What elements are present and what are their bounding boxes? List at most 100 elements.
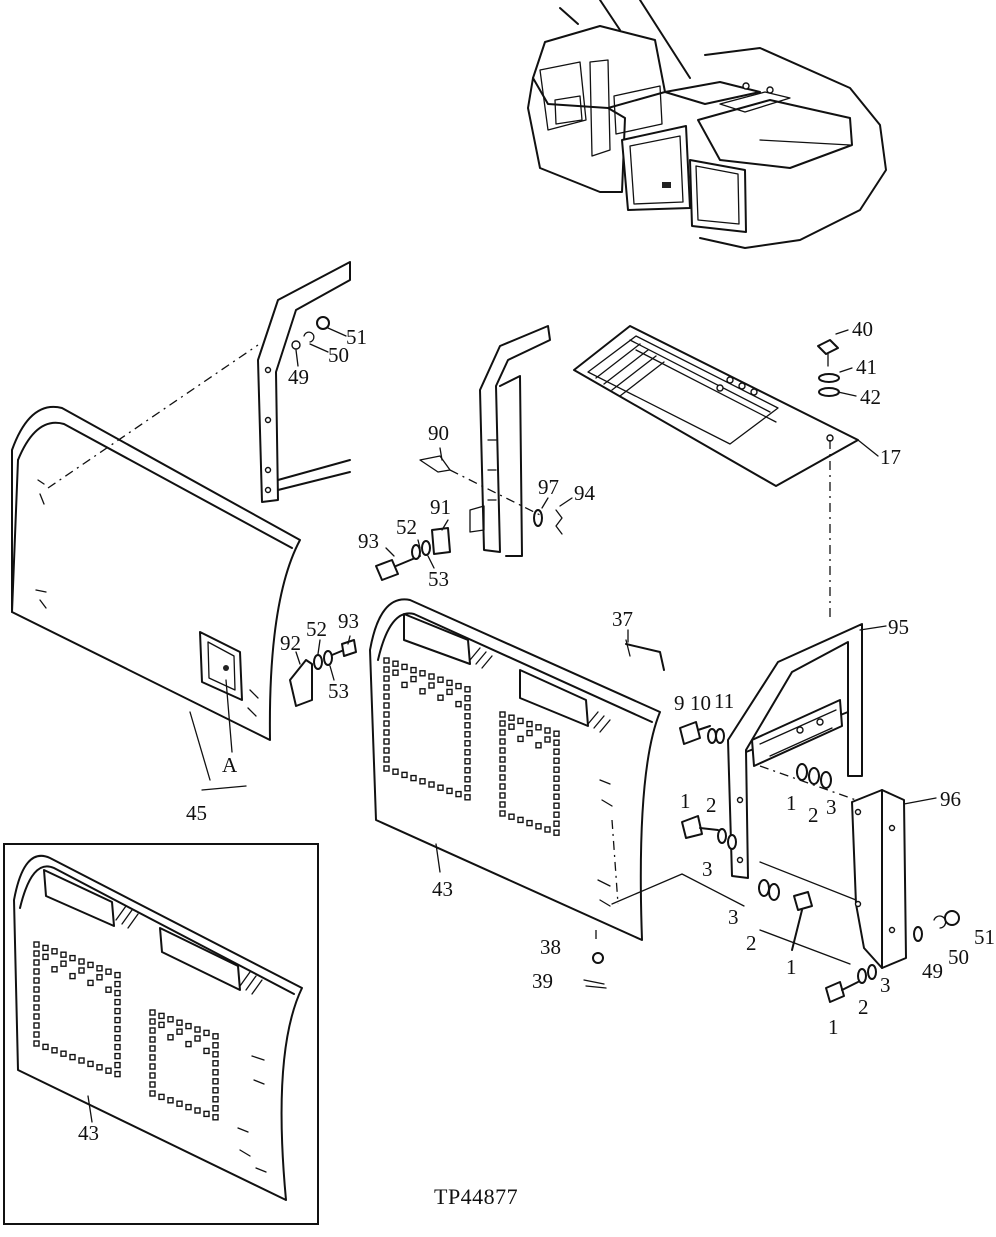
fasteners-38-39 — [583, 930, 607, 989]
figure-code: TP44877 — [434, 1184, 518, 1209]
vent-hole — [446, 688, 453, 696]
vent-hole — [553, 730, 560, 737]
vent-hole — [158, 1093, 165, 1101]
vent-hole — [392, 660, 399, 667]
vent-hole — [455, 790, 462, 798]
vent-hole — [553, 829, 560, 836]
vent-hole — [437, 694, 444, 701]
vent-hole — [508, 714, 515, 721]
vent-hole — [499, 801, 506, 808]
vent-hole — [410, 675, 417, 683]
vent-hole — [526, 819, 533, 827]
vent-hole — [33, 959, 40, 966]
vent-hole — [553, 739, 560, 746]
vent-hole — [105, 1067, 112, 1074]
vent-hole — [114, 1061, 121, 1069]
vent-hole — [401, 663, 408, 671]
vent-hole — [544, 826, 551, 833]
vent-hole — [383, 720, 390, 727]
bracket-37 — [625, 639, 665, 671]
vent-hole — [149, 1045, 156, 1052]
vent-hole — [401, 681, 408, 689]
vent-hole — [60, 960, 67, 967]
vent-hole — [212, 1105, 219, 1112]
callout-94: 94 — [574, 481, 596, 505]
vent-hole — [383, 666, 390, 673]
vent-hole — [553, 802, 560, 809]
callout-40: 40 — [852, 317, 873, 341]
vent-hole — [464, 731, 471, 738]
vent-hole — [33, 995, 40, 1002]
vent-hole — [149, 1072, 156, 1079]
callout-1-frame: 1 — [786, 791, 797, 815]
vent-hole — [499, 774, 506, 781]
vent-hole — [87, 1060, 94, 1068]
callout-45: 45 — [186, 801, 207, 825]
vent-hole — [114, 971, 121, 979]
vent-hole — [87, 979, 94, 987]
left-upright-bracket — [257, 261, 351, 503]
vent-hole — [392, 669, 399, 676]
vent-hole — [212, 1042, 219, 1049]
vent-hole — [544, 727, 551, 734]
vent-hole — [51, 966, 58, 973]
vent-hole — [428, 781, 435, 788]
vent-hole — [553, 748, 560, 755]
vent-hole — [499, 756, 506, 763]
vent-hole — [437, 676, 444, 683]
callout-labels: 40 41 42 17 51 50 49 90 97 94 91 52 93 5… — [78, 317, 995, 1209]
vent-hole — [114, 1034, 121, 1042]
callout-42: 42 — [860, 385, 881, 409]
vent-hole — [33, 968, 40, 975]
vent-hole — [33, 1013, 40, 1020]
vent-hole — [383, 756, 390, 763]
vent-hole — [553, 775, 560, 782]
vent-hole — [114, 980, 121, 988]
vent-hole — [392, 768, 399, 775]
callout-51-right: 51 — [974, 925, 995, 949]
vent-hole — [114, 1007, 121, 1015]
vent-hole — [419, 778, 426, 785]
vent-hole — [212, 1051, 219, 1058]
vent-hole — [499, 720, 506, 727]
vent-hole — [383, 684, 390, 691]
inset-box — [3, 843, 319, 1225]
bolt-set-mid — [681, 815, 737, 850]
inset-vent-holes — [33, 941, 219, 1121]
vent-hole — [149, 1054, 156, 1061]
callout-92: 92 — [280, 631, 301, 655]
vent-hole — [194, 1107, 201, 1114]
vent-hole — [33, 950, 40, 957]
vent-hole — [464, 686, 471, 693]
vent-hole — [499, 738, 506, 745]
vent-hole — [69, 954, 76, 962]
vent-hole — [78, 967, 85, 974]
vent-hole — [464, 722, 471, 729]
vent-hole — [499, 747, 506, 754]
vent-hole — [212, 1060, 219, 1067]
vent-hole — [419, 670, 426, 677]
vent-hole — [544, 736, 551, 743]
vent-hole — [464, 704, 471, 711]
callout-37: 37 — [612, 607, 633, 631]
vent-hole — [517, 717, 524, 725]
door-frame-95 — [727, 623, 863, 879]
vent-hole — [114, 1016, 121, 1024]
vent-hole — [553, 811, 560, 818]
callout-52-lower: 52 — [306, 617, 327, 641]
vent-hole — [114, 998, 121, 1006]
bolt-set-9-10-11 — [679, 721, 725, 745]
callout-53-lower: 53 — [328, 679, 349, 703]
callout-2-bottom: 2 — [858, 995, 869, 1019]
vent-hole — [212, 1069, 219, 1076]
vent-hole — [114, 1052, 121, 1060]
vent-hole — [383, 702, 390, 709]
step-plate-17 — [573, 325, 859, 620]
vent-hole — [105, 968, 112, 975]
rear-panel-43 — [369, 598, 661, 941]
excavator-overview — [527, 0, 887, 249]
vent-hole — [383, 738, 390, 745]
vent-hole — [158, 1021, 165, 1029]
callout-51-top: 51 — [346, 325, 367, 349]
vent-hole — [114, 1043, 121, 1051]
